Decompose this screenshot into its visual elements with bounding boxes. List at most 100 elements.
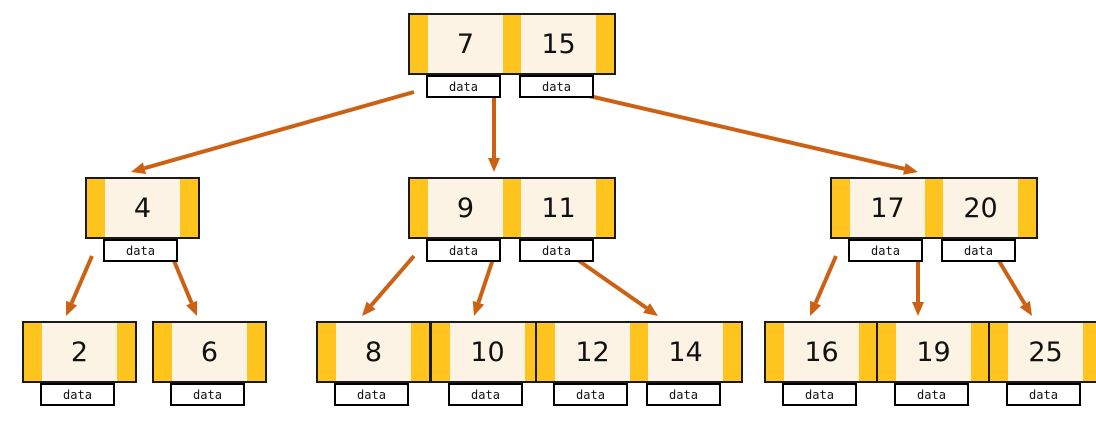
data-pointer-box[interactable]: data xyxy=(782,383,857,406)
child-pointer-2[interactable] xyxy=(1018,179,1036,237)
child-pointer-1[interactable] xyxy=(971,323,989,381)
data-pointer-box[interactable]: data xyxy=(426,239,501,262)
key-cell[interactable]: 8 xyxy=(336,323,411,381)
node-data-row: data xyxy=(894,383,991,406)
key-cell[interactable]: 15 xyxy=(521,15,596,73)
data-pointer-box[interactable]: data xyxy=(519,239,594,262)
child-pointer-1[interactable] xyxy=(411,323,429,381)
edge-arrowhead xyxy=(472,300,485,316)
child-pointer-0[interactable] xyxy=(318,323,336,381)
data-pointer-box[interactable]: data xyxy=(894,383,969,406)
edge-arrowhead xyxy=(131,162,147,174)
child-pointer-0[interactable] xyxy=(87,179,105,237)
data-pointer-box[interactable]: data xyxy=(848,239,923,262)
data-pointer-box[interactable]: data xyxy=(646,383,721,406)
edge-line xyxy=(813,255,838,304)
child-pointer-0[interactable] xyxy=(24,323,42,381)
data-pointer-box[interactable]: data xyxy=(519,75,594,98)
edge-line xyxy=(571,90,905,171)
node-key-row: 25 xyxy=(988,321,1096,383)
edge-line xyxy=(994,254,1027,306)
child-pointer-0[interactable] xyxy=(154,323,172,381)
child-pointer-0[interactable] xyxy=(832,179,850,237)
node-key-row: 19 xyxy=(876,321,991,383)
data-pointer-box[interactable]: data xyxy=(40,383,115,406)
key-cell[interactable]: 11 xyxy=(521,179,596,237)
child-pointer-1[interactable] xyxy=(859,323,877,381)
key-cell[interactable]: 10 xyxy=(450,323,525,381)
child-pointer-2[interactable] xyxy=(596,15,614,73)
data-pointer-box[interactable]: data xyxy=(1006,383,1081,406)
key-cell[interactable]: 25 xyxy=(1008,323,1083,381)
child-pointer-0[interactable] xyxy=(410,179,428,237)
key-cell[interactable]: 19 xyxy=(896,323,971,381)
key-cell[interactable]: 17 xyxy=(850,179,925,237)
node-key-row: 8 xyxy=(316,321,431,383)
child-pointer-1[interactable] xyxy=(503,15,521,73)
node-data-row: data xyxy=(170,383,267,406)
child-pointer-2[interactable] xyxy=(596,179,614,237)
edge-arrowhead xyxy=(810,300,822,316)
child-pointer-1[interactable] xyxy=(630,323,648,381)
node-data-row: data data xyxy=(553,383,743,406)
data-pointer-box[interactable]: data xyxy=(103,239,178,262)
data-pointer-box[interactable]: data xyxy=(426,75,501,98)
child-pointer-0[interactable] xyxy=(537,323,555,381)
child-pointer-1[interactable] xyxy=(247,323,265,381)
node-key-row: 6 xyxy=(152,321,267,383)
key-cell[interactable]: 4 xyxy=(105,179,180,237)
key-cell[interactable]: 7 xyxy=(428,15,503,73)
key-cell[interactable]: 12 xyxy=(555,323,630,381)
edge-arrowhead xyxy=(643,303,658,316)
child-pointer-2[interactable] xyxy=(723,323,741,381)
child-pointer-0[interactable] xyxy=(766,323,784,381)
child-pointer-1[interactable] xyxy=(117,323,135,381)
child-pointer-1[interactable] xyxy=(180,179,198,237)
child-pointer-0[interactable] xyxy=(990,323,1008,381)
key-cell[interactable]: 20 xyxy=(943,179,1018,237)
key-cell[interactable]: 9 xyxy=(428,179,503,237)
key-cell[interactable]: 14 xyxy=(648,323,723,381)
key-cell[interactable]: 6 xyxy=(172,323,247,381)
edge-arrowhead xyxy=(488,158,500,172)
edge-arrowhead xyxy=(912,302,924,316)
child-pointer-0[interactable] xyxy=(432,323,450,381)
edge-line xyxy=(69,255,94,304)
child-pointer-0[interactable] xyxy=(410,15,428,73)
data-pointer-box[interactable]: data xyxy=(334,383,409,406)
edge-arrowhead xyxy=(362,301,376,316)
child-pointer-1[interactable] xyxy=(925,179,943,237)
data-pointer-box[interactable]: data xyxy=(170,383,245,406)
child-pointer-1[interactable] xyxy=(503,179,521,237)
edge-arrowhead xyxy=(903,163,918,175)
data-pointer-box[interactable]: data xyxy=(941,239,1016,262)
key-cell[interactable]: 2 xyxy=(42,323,117,381)
node-key-row: 9 11 xyxy=(408,177,616,239)
data-pointer-box[interactable]: data xyxy=(553,383,628,406)
data-pointer-box[interactable]: data xyxy=(448,383,523,406)
node-data-row: data xyxy=(40,383,137,406)
node-key-row: 10 xyxy=(430,321,545,383)
node-data-row: data xyxy=(1006,383,1096,406)
key-cell[interactable]: 16 xyxy=(784,323,859,381)
child-pointer-0[interactable] xyxy=(878,323,896,381)
child-pointer-1[interactable] xyxy=(1083,323,1096,381)
node-data-row: data data xyxy=(848,239,1038,262)
node-key-row: 16 xyxy=(764,321,879,383)
edge-line xyxy=(143,90,415,171)
node-data-row: data xyxy=(334,383,431,406)
